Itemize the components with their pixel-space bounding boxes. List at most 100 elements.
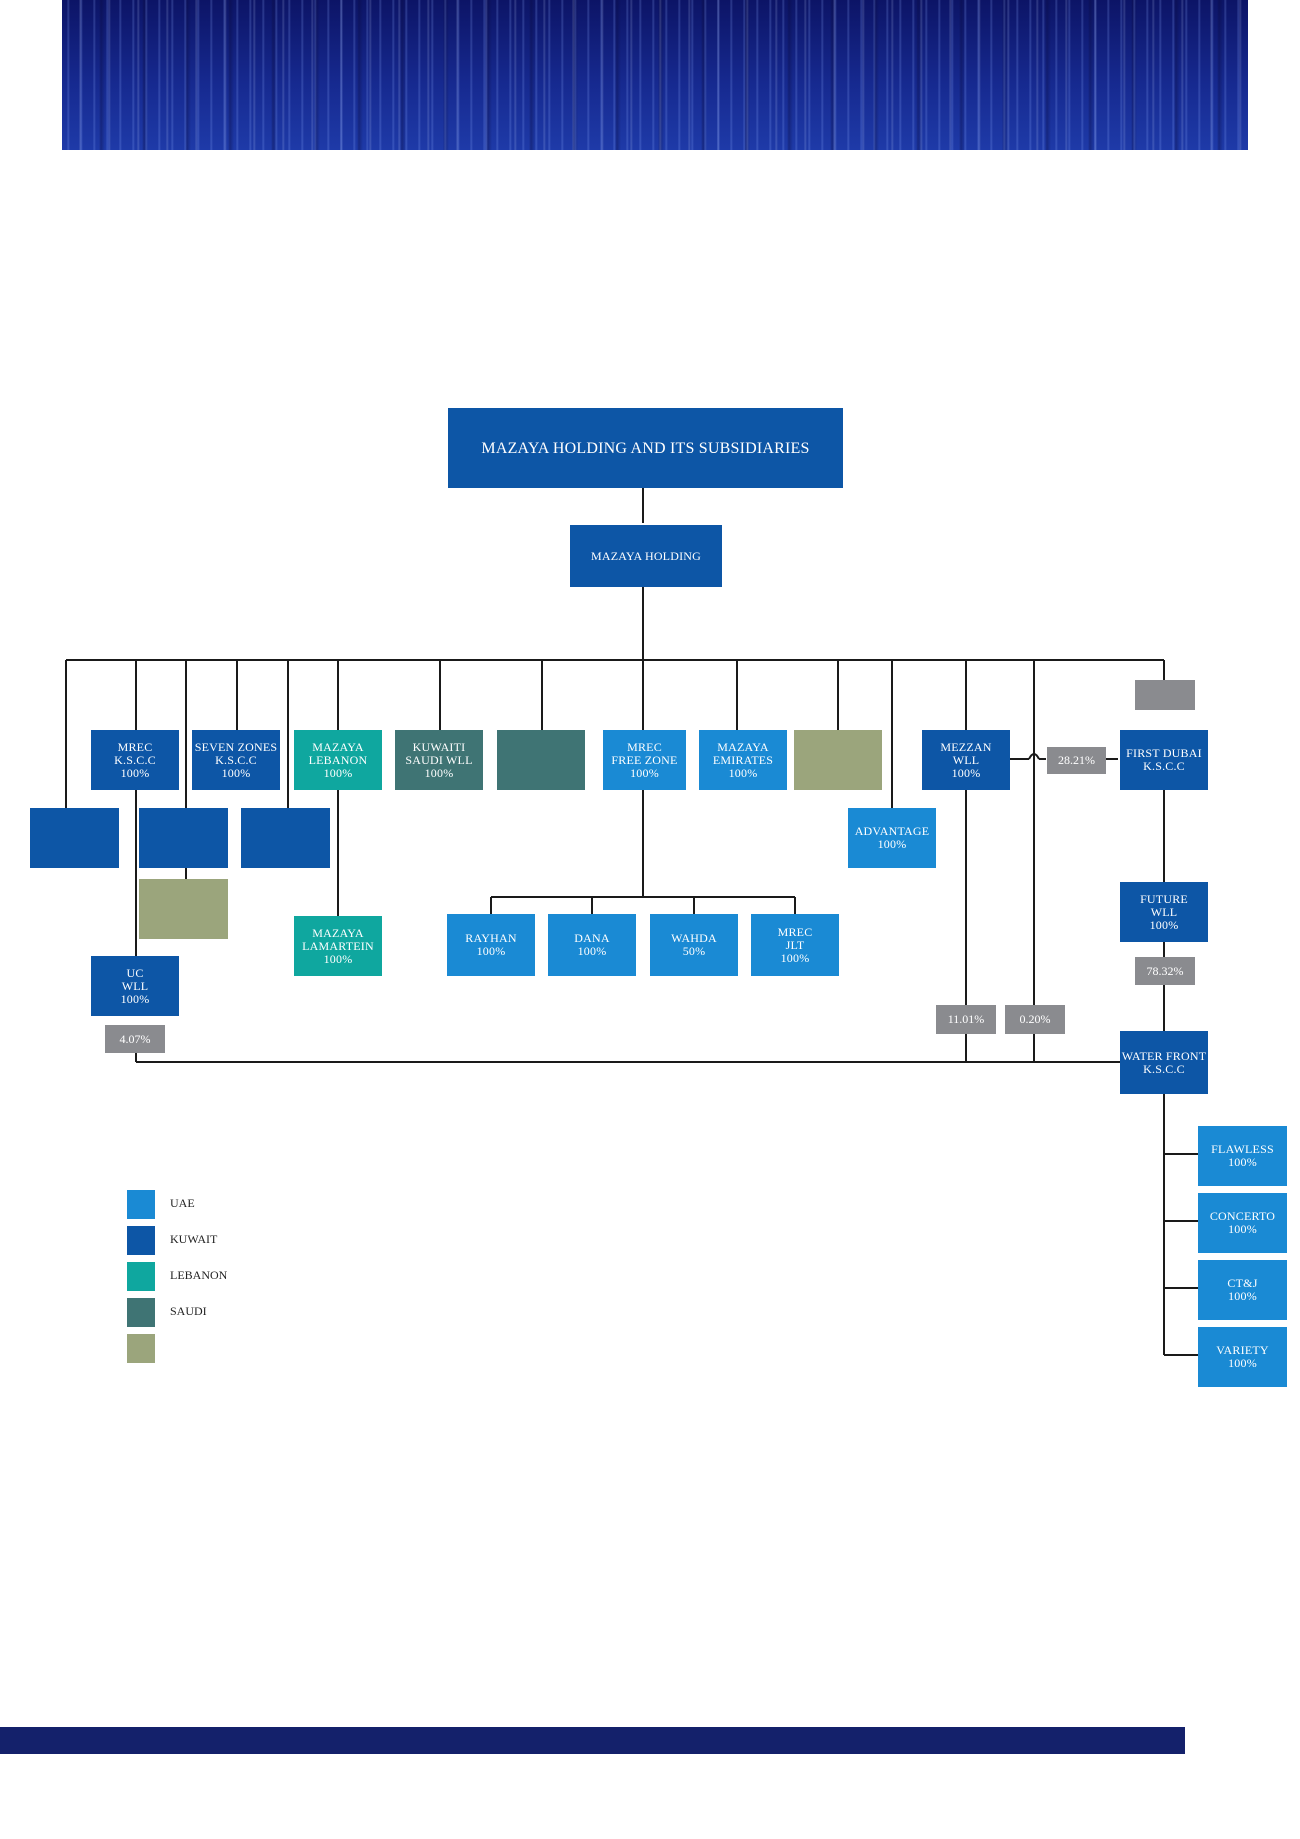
node-line: WLL: [952, 752, 980, 767]
legend-swatch-other: [127, 1334, 155, 1363]
node-line: 100%: [1228, 1155, 1257, 1169]
percent-label: 28.21%: [1058, 753, 1095, 767]
legend-swatch-saudi: [127, 1298, 155, 1327]
node-line: MAZAYA: [312, 739, 364, 754]
percent-28-21: 28.21%: [1047, 747, 1106, 774]
node-line: 100%: [1149, 917, 1179, 932]
node-line: 100%: [1228, 1222, 1257, 1236]
node-line: 100%: [476, 944, 506, 958]
dana-box: DANA 100%: [548, 914, 636, 976]
kuwaiti-saudi-box: KUWAITI SAUDI WLL 100%: [395, 730, 483, 790]
node-line: EMIRATES: [712, 752, 774, 767]
node-line: 100%: [780, 950, 810, 965]
percent-label: 78.32%: [1146, 963, 1184, 978]
legend-swatch-kuwait: [127, 1226, 155, 1255]
first-dubai-box: FIRST DUBAI K.S.C.C: [1120, 730, 1208, 790]
flawless-box: FLAWLESS 100%: [1198, 1126, 1287, 1186]
mazaya-lamartein-box: MAZAYA LAMARTEIN 100%: [294, 916, 382, 976]
node-line: LEBANON: [308, 752, 368, 767]
chart-title: MAZAYA HOLDING AND ITS SUBSIDIARIES: [481, 439, 810, 457]
legend-swatch-uae: [127, 1190, 155, 1219]
percent-11-01: 11.01%: [936, 1005, 996, 1034]
mrec-free-zone-box: MREC FREE ZONE 100%: [603, 730, 686, 790]
node-line: 100%: [323, 951, 353, 966]
node-line: RAYHAN: [465, 931, 517, 945]
legend-label-kuwait: KUWAIT: [170, 1232, 218, 1246]
saudi-blank-box: [497, 730, 585, 790]
node-line: FREE ZONE: [611, 752, 678, 767]
node-line: 100%: [577, 944, 607, 958]
uc-box: UC WLL 100%: [91, 956, 179, 1016]
node-line: 100%: [120, 991, 150, 1006]
node-line: CONCERTO: [1209, 1209, 1276, 1223]
kuwait-blank-box-3: [241, 808, 330, 868]
percent-label: 4.07%: [119, 1031, 151, 1046]
mazaya-holding-label: MAZAYA HOLDING: [590, 548, 702, 563]
node-line: 100%: [630, 765, 659, 780]
node-line: SEVEN ZONES: [194, 739, 278, 754]
node-line: 100%: [877, 837, 907, 851]
node-line: MREC: [627, 739, 662, 754]
kuwait-blank-box-1: [30, 808, 119, 868]
node-line: K.S.C.C: [1143, 759, 1185, 773]
node-line: 50%: [682, 944, 706, 958]
node-line: JLT: [785, 937, 805, 952]
mrec-jlt-box: MREC JLT 100%: [751, 914, 839, 976]
ctj-box: CT&J 100%: [1198, 1260, 1287, 1320]
node-line: MAZAYA: [717, 739, 769, 754]
node-line: LAMARTEIN: [302, 938, 374, 953]
node-line: 100%: [323, 765, 353, 780]
advantage-box: ADVANTAGE 100%: [848, 808, 936, 868]
percent-label: 0.20%: [1019, 1012, 1051, 1026]
node-line: WAHDA: [671, 931, 717, 945]
node-line: CT&J: [1227, 1276, 1258, 1290]
node-line: KUWAITI: [412, 739, 466, 754]
legend-label-saudi: SAUDI: [170, 1304, 207, 1318]
node-line: VARIETY: [1216, 1343, 1269, 1357]
legend-label-uae: UAE: [170, 1196, 195, 1210]
node-line: MEZZAN: [940, 739, 992, 754]
node-line: FUTURE: [1140, 891, 1188, 906]
future-box: FUTURE WLL 100%: [1120, 882, 1208, 942]
node-line: MREC: [117, 739, 153, 754]
legend-label-lebanon: LEBANON: [170, 1268, 228, 1282]
percent-4-07: 4.07%: [105, 1025, 165, 1053]
olive-blank-box: [794, 730, 882, 790]
wahda-box: WAHDA 50%: [650, 914, 738, 976]
node-line: K.S.C.C: [215, 752, 257, 767]
mazaya-emirates-box: MAZAYA EMIRATES 100%: [699, 730, 787, 790]
water-front-box: WATER FRONT K.S.C.C: [1120, 1031, 1208, 1094]
header-banner: [62, 0, 1248, 150]
node-line: MREC: [777, 924, 813, 939]
mazaya-holding-box: MAZAYA HOLDING: [570, 525, 722, 587]
node-line: 100%: [1228, 1289, 1257, 1303]
node-line: K.S.C.C: [114, 752, 156, 767]
node-line: 100%: [951, 765, 981, 780]
node-line: K.S.C.C: [1143, 1061, 1185, 1076]
node-line: WLL: [1150, 904, 1178, 919]
kuwait-blank-box-2: [139, 808, 228, 868]
percent-78-32: 78.32%: [1135, 957, 1195, 985]
node-line: 100%: [728, 765, 758, 780]
node-line: SAUDI WLL: [405, 752, 473, 767]
olive-blank-box-2: [139, 879, 228, 939]
concerto-box: CONCERTO 100%: [1198, 1193, 1287, 1253]
node-line: 100%: [424, 765, 454, 780]
rayhan-box: RAYHAN 100%: [447, 914, 535, 976]
node-line: DANA: [574, 931, 610, 945]
footer-bar: [0, 1727, 1185, 1754]
node-line: WLL: [121, 978, 149, 993]
node-line: 100%: [120, 765, 150, 780]
node-line: FIRST DUBAI: [1126, 746, 1202, 760]
node-line: UC: [126, 965, 144, 980]
percent-0-20: 0.20%: [1005, 1005, 1065, 1034]
node-line: 100%: [221, 765, 251, 780]
node-line: 100%: [1228, 1356, 1257, 1370]
legend-swatch-lebanon: [127, 1262, 155, 1291]
first-dubai-grey-box: [1135, 680, 1195, 710]
node-line: WATER FRONT: [1121, 1048, 1207, 1063]
percent-label: 11.01%: [947, 1012, 985, 1026]
mrec-kscc-box: MREC K.S.C.C 100%: [91, 730, 179, 790]
variety-box: VARIETY 100%: [1198, 1327, 1287, 1387]
